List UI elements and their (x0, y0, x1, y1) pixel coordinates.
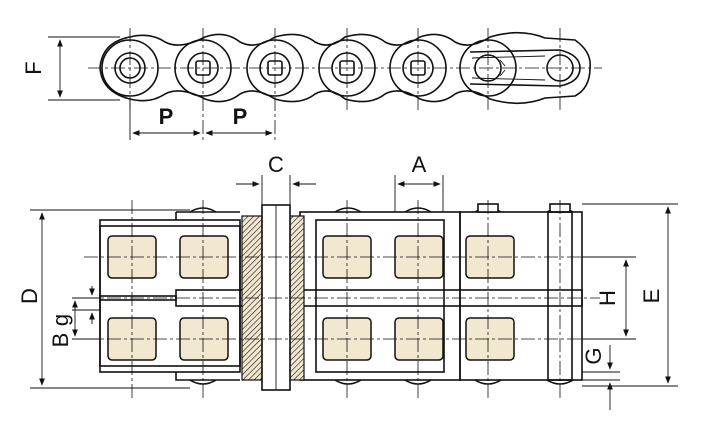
label-B: B (48, 333, 73, 348)
label-D: D (17, 288, 42, 304)
label-F: F (21, 61, 46, 74)
dimension-B-g: B g (48, 286, 100, 347)
label-g: g (48, 314, 73, 326)
dimension-A: A (394, 152, 444, 212)
side-view (88, 28, 602, 140)
dimension-D: D (17, 209, 190, 389)
label-A: A (412, 152, 427, 177)
dimension-C: C (236, 152, 316, 205)
dimension-H: H (582, 256, 636, 340)
dimension-P: P P (129, 100, 273, 140)
label-H: H (595, 290, 620, 306)
label-G: G (581, 347, 606, 364)
label-P-second: P (233, 104, 248, 129)
label-E: E (639, 289, 664, 304)
label-C: C (268, 152, 284, 177)
dimension-G: G (581, 345, 620, 410)
plan-view (84, 200, 630, 400)
dimension-F: F (21, 36, 120, 101)
label-P-first: P (159, 104, 174, 129)
dimension-E: E (582, 203, 678, 387)
